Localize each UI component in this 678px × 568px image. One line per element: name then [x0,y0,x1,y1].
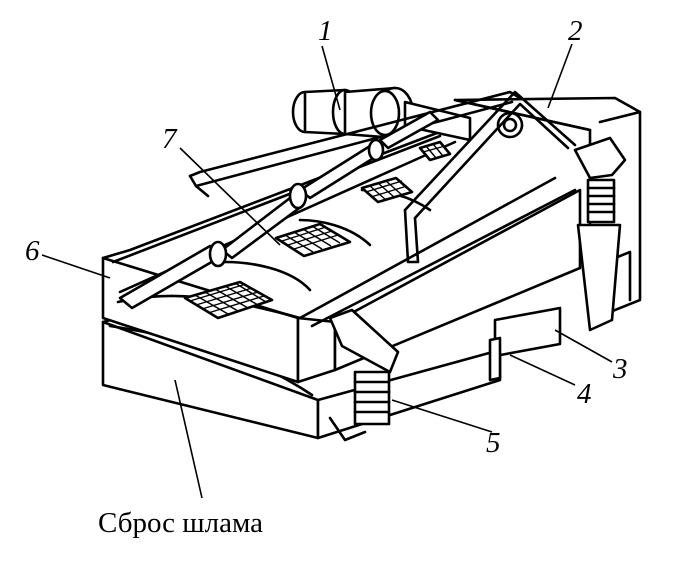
label-3: 3 [612,353,628,385]
sieve-mesh-1 [183,280,274,320]
caption-sludge-discharge: Сброс шлама [98,507,263,539]
label-4: 4 [577,378,592,410]
label-5: 5 [486,427,501,459]
sieve-mesh-3 [360,176,414,204]
leader-lines [41,43,613,499]
side-brackets [488,306,562,382]
sieve-mesh-2 [274,222,352,258]
label-6: 6 [25,235,40,267]
spray-pipe [118,110,440,310]
left-suspension [188,90,522,198]
sieve-mesh-4 [418,140,452,162]
label-1: 1 [318,15,333,47]
rear-spring-support [573,136,627,332]
label-2: 2 [568,15,583,47]
right-suspension [403,90,577,264]
screen-frame [101,126,582,384]
label-7: 7 [162,123,178,155]
front-spring-support [328,308,400,426]
